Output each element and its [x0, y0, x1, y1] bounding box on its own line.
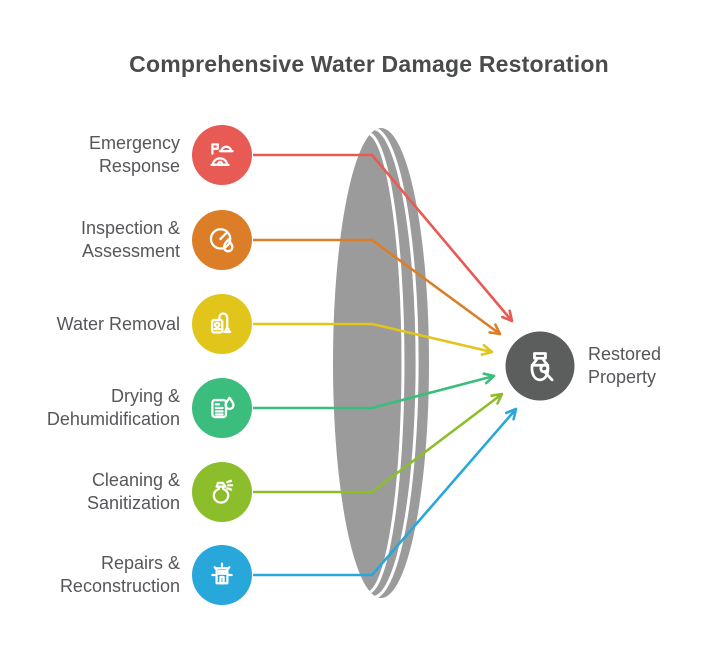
lens-layer-line-1 — [366, 131, 405, 595]
lens-layer-line-2 — [372, 128, 419, 598]
label-line: Assessment — [81, 241, 180, 261]
funnel-lens — [333, 128, 429, 598]
label-line: Restored — [588, 344, 662, 364]
label-line: Emergency — [88, 133, 180, 153]
label-line: Reconstruction — [59, 576, 180, 596]
emergency-shelter-icon — [192, 125, 252, 185]
connector-inspection-assessment — [253, 238, 501, 336]
page-title: Comprehensive Water Damage Restoration — [129, 51, 609, 77]
step-label-cleaning-sanitization: Cleaning & Sanitization — [0, 469, 180, 515]
connector-emergency-response — [253, 153, 513, 322]
dehumidifier-report-icon — [192, 378, 252, 438]
label-line: Property — [588, 367, 657, 387]
label-line: Sanitization — [86, 493, 180, 513]
step-label-drying-dehumidification: Drying & Dehumidification — [0, 385, 180, 431]
lens-body — [333, 128, 429, 598]
label-line: Drying & — [110, 386, 180, 406]
arrowhead-water-removal — [480, 343, 494, 356]
building-icon — [192, 545, 252, 605]
connector-repairs-reconstruction — [253, 408, 517, 577]
moisture-meter-icon — [192, 210, 252, 270]
arrowhead-emergency-response — [501, 309, 514, 323]
label-line: Inspection & — [80, 218, 180, 238]
connector-cleaning-sanitization — [253, 392, 503, 494]
result-node — [505, 331, 575, 401]
connector-drying-dehumidification — [253, 374, 495, 410]
step-label-repairs-reconstruction: Repairs & Reconstruction — [0, 552, 180, 598]
connector-lines — [253, 153, 518, 577]
spray-bottle-icon — [192, 462, 252, 522]
label-line: Dehumidification — [46, 409, 180, 429]
step-label-emergency-response: Emergency Response — [0, 132, 180, 178]
result-label: Restored Property — [588, 343, 661, 389]
label-line: Repairs & — [100, 553, 180, 573]
vacuum-icon — [192, 294, 252, 354]
arrowhead-drying-dehumidification — [482, 372, 496, 385]
label-line: Cleaning & — [91, 470, 180, 490]
connector-water-removal — [253, 322, 493, 354]
step-label-water-removal: Water Removal — [0, 301, 180, 347]
arrowhead-repairs-reconstruction — [504, 407, 518, 421]
label-line: Water Removal — [56, 313, 180, 334]
step-label-inspection-assessment: Inspection & Assessment — [0, 217, 180, 263]
arrowhead-inspection-assessment — [488, 323, 502, 336]
arrowhead-cleaning-sanitization — [490, 392, 504, 405]
label-line: Response — [98, 156, 180, 176]
vase-restoration-icon — [530, 352, 554, 382]
